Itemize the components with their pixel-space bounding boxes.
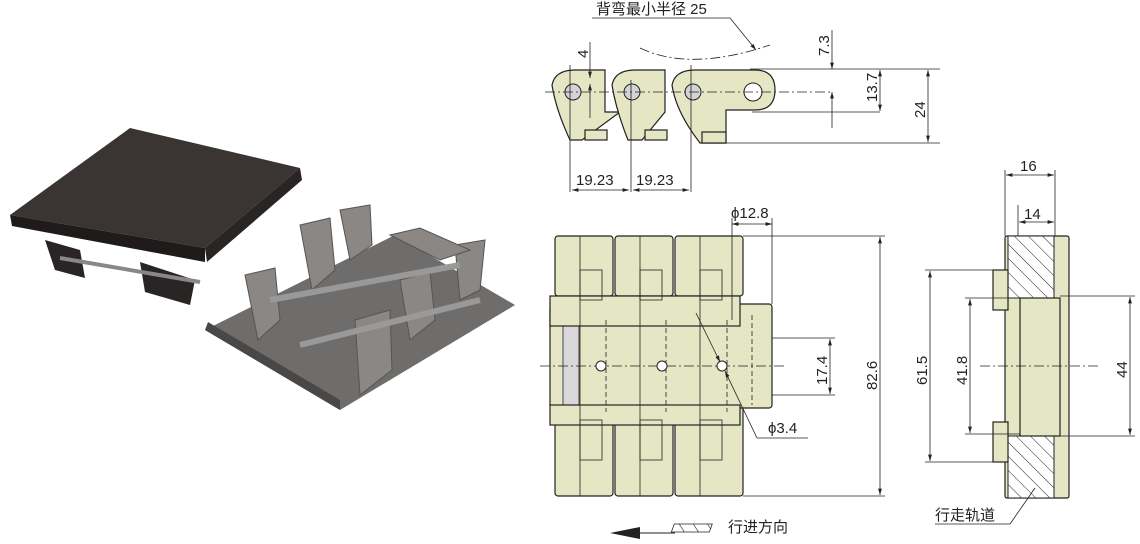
dim-61-5-label: 61.5	[914, 356, 931, 385]
dim-41-8-label: 41.8	[954, 356, 971, 385]
dia-3-4-label: ϕ3.4	[768, 420, 797, 437]
travel-direction-label: 行进方向	[728, 519, 788, 536]
backflex-arc	[639, 44, 771, 60]
dim-82-6-label: 82.6	[864, 361, 881, 390]
dim-13-7-label: 13.7	[864, 73, 881, 102]
min-backflex-radius-label: 背弯最小半径 25	[596, 1, 707, 18]
dim-24-label: 24	[912, 101, 929, 118]
dim-44-label: 44	[1114, 361, 1131, 378]
track-label: 行走轨道	[935, 507, 995, 524]
pitch-1-label: 19.23	[576, 172, 614, 189]
side-view: 背弯最小半径 25 19.23 19.23 4 7.3 1	[545, 1, 940, 192]
pitch-2-label: 19.23	[636, 172, 674, 189]
dim-4-label: 4	[575, 50, 592, 58]
left-arrow-icon	[610, 527, 640, 539]
dia-12-8-label: ϕ12.8	[731, 205, 769, 222]
dim-16-label: 16	[1020, 158, 1037, 175]
top-view: ϕ12.8 ϕ3.4 17.4 82.6	[540, 205, 885, 497]
end-view: 16 14 61.5 41.8 44 行走轨道	[914, 158, 1135, 525]
dim-14-label: 14	[1024, 206, 1041, 223]
chain-photo	[10, 128, 515, 410]
dim-7-3-label: 7.3	[816, 35, 833, 56]
travel-direction-indicator: 行进方向	[610, 519, 788, 539]
dim-17-4-label: 17.4	[814, 356, 831, 385]
side-link	[551, 69, 776, 144]
